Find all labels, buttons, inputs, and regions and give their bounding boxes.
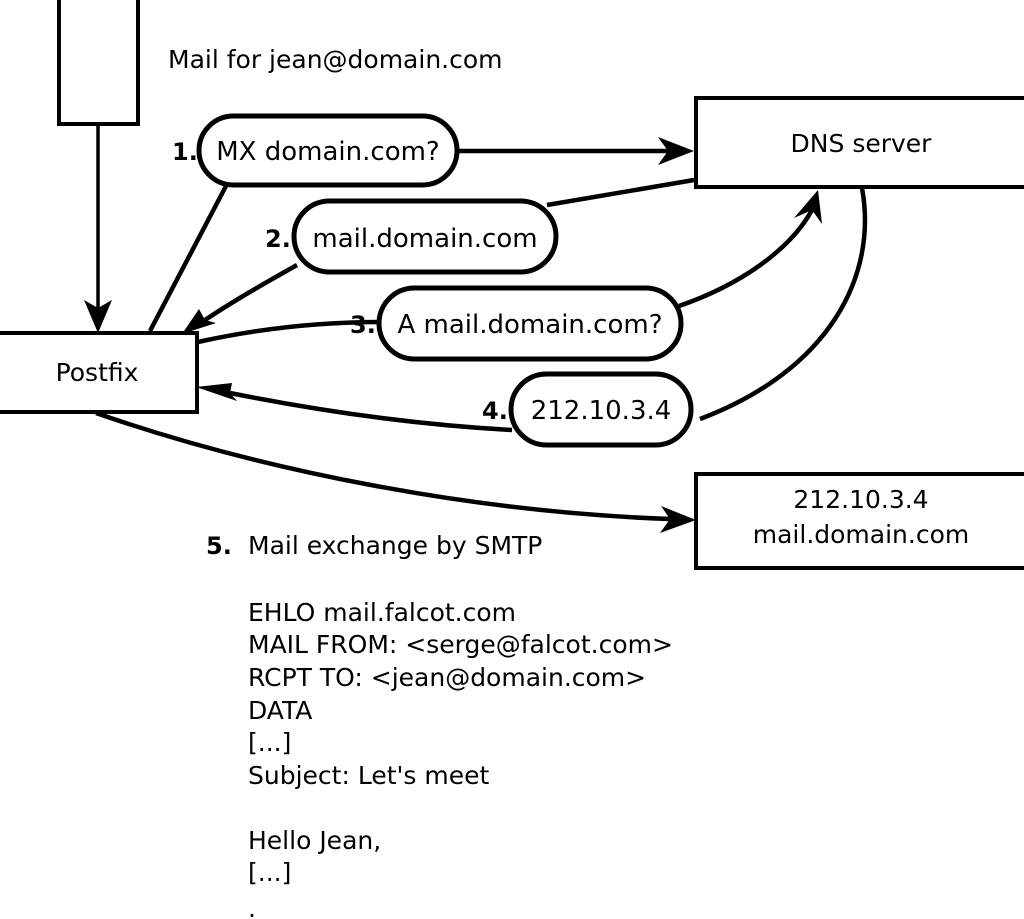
diagram-title: Mail for jean@domain.com <box>168 45 503 74</box>
smtp-transcript: EHLO mail.falcot.com MAIL FROM: <serge@f… <box>248 598 673 919</box>
node-postfix-box[interactable] <box>0 331 199 414</box>
node-target-box[interactable] <box>694 472 1024 570</box>
transcript-line: EHLO mail.falcot.com <box>248 598 516 627</box>
step-2-label: mail.domain.com <box>312 224 537 254</box>
node-sender-box[interactable] <box>57 0 140 126</box>
transcript-line: [...] <box>248 728 291 757</box>
transcript-line: Subject: Let's meet <box>248 761 489 790</box>
edge-step5-postfix-to-target <box>95 410 696 533</box>
node-target-ip: 212.10.3.4 <box>793 485 928 514</box>
step-3-number: 3. <box>350 311 376 339</box>
step-5-number: 5. <box>206 532 232 560</box>
node-dns-box[interactable] <box>694 96 1024 189</box>
edge-sender-to-postfix <box>84 124 112 333</box>
transcript-line: Hello Jean, <box>248 826 381 855</box>
step-1-bubble[interactable] <box>196 113 460 188</box>
step-4-number: 4. <box>482 397 508 425</box>
node-target-host: mail.domain.com <box>753 520 969 549</box>
transcript-line: [...] <box>248 858 291 887</box>
step-1-number: 1. <box>172 138 198 166</box>
edge-step2-bubble-to-postfix <box>182 263 299 334</box>
edge-step4-bubble-to-postfix <box>196 383 513 433</box>
edge-step3-bubble-to-dns <box>678 190 822 309</box>
step-2-bubble[interactable] <box>291 198 559 275</box>
step-3-bubble[interactable] <box>376 285 684 362</box>
edge-step3-postfix-to-bubble <box>197 319 382 345</box>
step-4-label: 212.10.3.4 <box>531 396 672 426</box>
transcript-line: DATA <box>248 696 312 725</box>
node-dns-label: DNS server <box>791 129 933 158</box>
step-4-bubble[interactable] <box>508 371 694 448</box>
edge-step4-dns-to-bubble <box>699 187 868 422</box>
transcript-line: RCPT TO: <jean@domain.com> <box>248 663 646 692</box>
step-1-label: MX domain.com? <box>216 137 439 167</box>
step-5-label: Mail exchange by SMTP <box>248 531 542 560</box>
transcript-line: MAIL FROM: <serge@falcot.com> <box>248 630 673 659</box>
node-postfix-label: Postfix <box>56 358 139 387</box>
edge-step1-bubble-to-dns <box>457 137 694 165</box>
step-2-number: 2. <box>265 225 291 253</box>
transcript-line: . <box>248 894 256 919</box>
step-3-label: A mail.domain.com? <box>398 310 663 340</box>
edge-step2-dns-to-bubble <box>546 177 695 208</box>
edge-step1-bubble-to-postfix <box>148 184 228 333</box>
